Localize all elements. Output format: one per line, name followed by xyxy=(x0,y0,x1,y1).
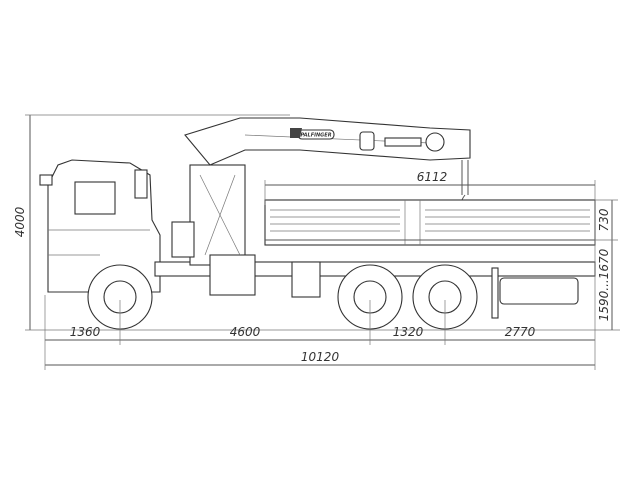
truck-body: PALFINGER xyxy=(39,117,596,330)
crane-label-plate xyxy=(290,128,302,138)
dim-side-height: 730 xyxy=(597,208,611,231)
dim-platform-height: 1590...1670 xyxy=(597,248,611,321)
dim-front-overhang: 1360 xyxy=(70,325,101,339)
rear-outrigger xyxy=(499,277,579,305)
dim-overall-length: 10120 xyxy=(301,350,340,364)
mirror xyxy=(134,169,148,199)
dimension-lines xyxy=(25,114,620,370)
crane-column xyxy=(189,164,246,266)
fuel-tank xyxy=(291,261,321,298)
dim-overall-height: 4000 xyxy=(13,206,27,237)
dimension-labels: 1360 4600 1320 2770 10120 6112 4000 730 … xyxy=(13,170,611,364)
tool-box xyxy=(171,221,195,258)
dim-platform-length: 6112 xyxy=(417,170,448,184)
dim-wheelbase: 4600 xyxy=(230,325,261,339)
side-mirror xyxy=(39,174,53,186)
crane-logo-text: PALFINGER xyxy=(300,133,331,139)
outrigger-box xyxy=(209,254,256,296)
dim-rear-overhang: 2770 xyxy=(505,325,536,339)
flatbed xyxy=(264,199,596,246)
cab-window xyxy=(74,181,116,215)
dim-axle-spacing: 1320 xyxy=(393,325,424,339)
wheels xyxy=(87,264,478,330)
crane-boom xyxy=(184,117,471,166)
